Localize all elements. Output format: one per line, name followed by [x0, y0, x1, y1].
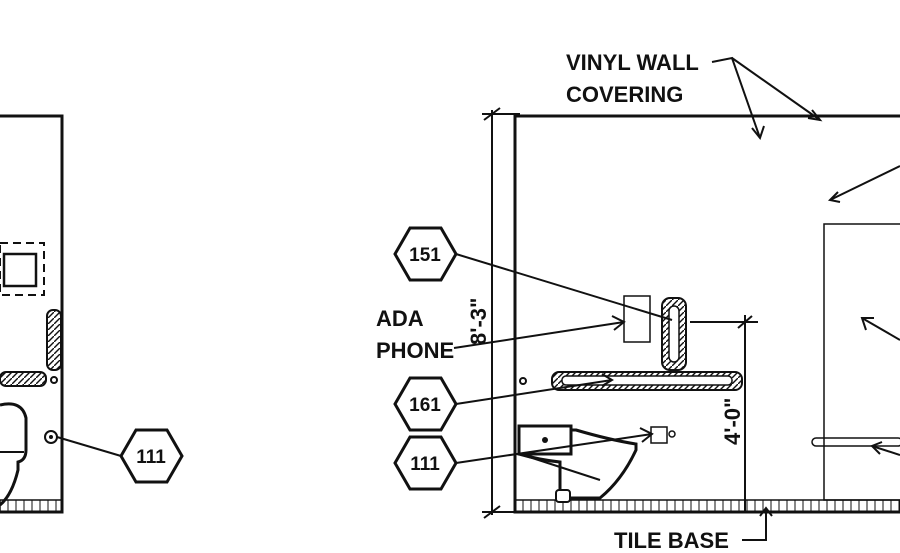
- left-horizontal-grab-bar: [0, 371, 47, 387]
- tag-161-hexagon: [393, 376, 458, 432]
- left-tag-111: 111: [136, 447, 166, 468]
- left-vertical-grab-bar: [46, 309, 62, 371]
- tag-161: 161: [409, 395, 441, 416]
- leader-111: [455, 433, 653, 464]
- upper-right-leader: [829, 165, 900, 201]
- ada-phone-box: [623, 295, 651, 343]
- vinyl-label-line2: COVERING: [566, 82, 683, 107]
- dim-4-0: 4'-0": [720, 398, 745, 445]
- grab-bar-dimension: [690, 315, 758, 512]
- leader-161: [455, 379, 613, 405]
- tag-111: 111: [410, 454, 440, 475]
- left-elevation: 111: [0, 114, 184, 514]
- vinyl-leader-1: [711, 56, 761, 139]
- vinyl-label-line1: VINYL WALL: [566, 50, 699, 75]
- left-leader-111: [56, 436, 122, 457]
- tag-151: 151: [409, 245, 441, 266]
- right-wall-outline: [513, 114, 900, 514]
- dim-8-3: 8'-3": [466, 298, 491, 345]
- right-door-panel: [823, 223, 900, 501]
- tag-111-hexagon: [393, 435, 458, 491]
- leader-ada-phone: [453, 321, 625, 349]
- ada-label-line2: PHONE: [376, 338, 454, 363]
- left-tile-base: [0, 499, 63, 513]
- left-mirror-outline: [0, 242, 45, 296]
- right-rail: [811, 437, 900, 447]
- height-dimension: [482, 107, 520, 519]
- left-mirror: [2, 252, 38, 288]
- vinyl-leader-2: [731, 57, 821, 121]
- leader-tile-base: [742, 508, 767, 541]
- left-tag-hexagon: [119, 428, 184, 484]
- tile-base-label: TILE BASE: [614, 528, 729, 553]
- right-elevation: 8'-3" 4'-0": [376, 50, 900, 553]
- left-toilet: [0, 402, 28, 507]
- middle-right-leader: [861, 317, 900, 341]
- leader-151: [455, 253, 673, 321]
- tag-151-hexagon: [393, 226, 458, 282]
- paper-holder-icon: [650, 426, 668, 444]
- ada-label-line1: ADA: [376, 306, 424, 331]
- right-toilet: [517, 424, 638, 503]
